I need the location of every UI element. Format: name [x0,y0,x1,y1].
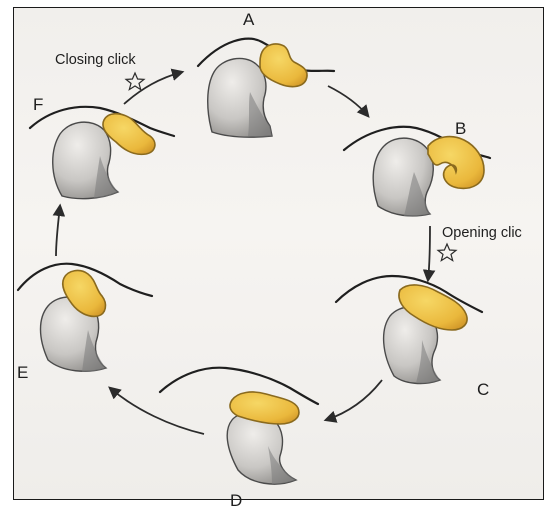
closing-click-label: Closing click [55,52,136,68]
star-outline-icon [126,73,144,90]
arrow-e-to-f [56,206,60,256]
arrow-a-to-b [328,86,368,116]
arrow-d-to-e [110,388,204,434]
arrow-b-to-c [428,226,430,280]
stage-label-e: E [17,363,28,382]
stage-c: C [336,276,489,399]
stage-d: D [160,368,318,506]
stage-b: B [344,119,490,216]
star-outline-icon [438,244,456,261]
articular-disc [428,137,484,189]
articular-disc [260,44,307,87]
stage-label-f: F [33,95,43,114]
stage-a: A [198,10,334,137]
stage-label-a: A [243,10,255,29]
stage-f: F [30,95,174,199]
arrow-c-to-d [326,380,382,420]
stage-label-d: D [230,491,242,506]
stage-label-b: B [455,119,466,138]
stage-e: E [17,264,152,382]
stage-label-c: C [477,380,489,399]
opening-click-label: Opening clic [442,225,522,241]
